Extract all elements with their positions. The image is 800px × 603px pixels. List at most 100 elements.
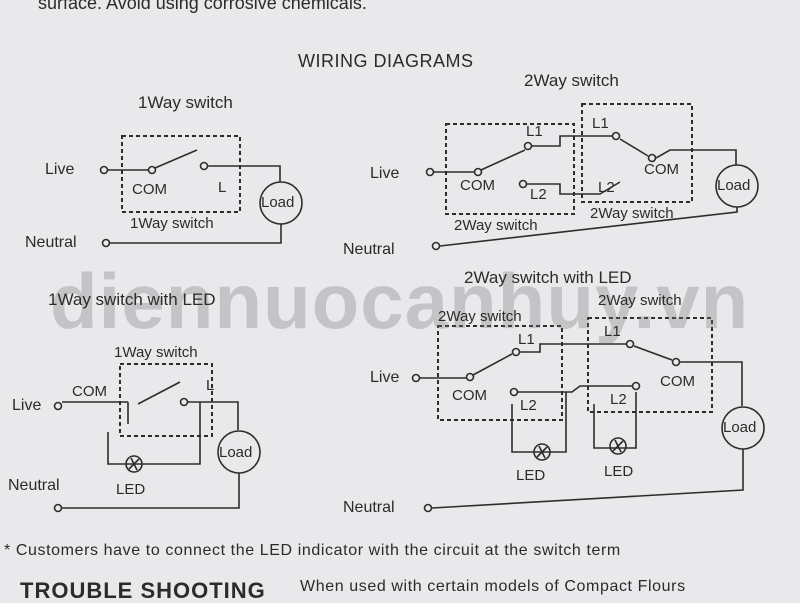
one-way-neutral-wire	[110, 224, 282, 244]
two-way-neutral-wire	[439, 207, 738, 247]
two-way-led-left-switch-label: 2Way switch	[438, 308, 522, 325]
two-way-left-l2-terminal	[518, 179, 528, 189]
two-way-led-right-l1-terminal	[625, 339, 635, 349]
one-way-l-terminal	[199, 161, 209, 171]
two-way-led-left-l1-terminal	[511, 347, 521, 357]
two-way-com-to-load-wire	[655, 149, 737, 165]
two-way-left-l1-terminal	[523, 141, 533, 151]
one-way-led-live-terminal	[53, 401, 63, 411]
one-way-l-label: L	[218, 179, 227, 196]
one-way-live-terminal	[99, 165, 109, 175]
two-way-right-com-label: COM	[644, 161, 679, 178]
one-way-led-lever	[137, 381, 181, 405]
two-way-led-right-led-label: LED	[604, 463, 634, 480]
two-way-left-switch-label: 2Way switch	[454, 217, 538, 234]
two-way-led-diagram	[411, 317, 765, 513]
two-way-right-l1-terminal	[611, 131, 621, 141]
two-way-led-left-indicator-cross-b	[538, 445, 546, 459]
top-text: surface. Avoid using corrosive chemicals…	[38, 0, 367, 13]
one-way-led-neutral-label: Neutral	[8, 477, 60, 494]
one-way-led-live-label: Live	[12, 397, 42, 414]
two-way-left-l2-label: L2	[530, 186, 547, 203]
two-way-l1-wire	[532, 135, 612, 147]
one-way-neutral-terminal	[101, 238, 111, 248]
two-way-led-left-led-label: LED	[516, 467, 546, 484]
two-way-right-l2-label: L2	[598, 179, 615, 196]
two-way-led-left-l1-label: L1	[518, 331, 535, 348]
two-way-left-l1-label: L1	[526, 123, 543, 140]
two-way-led-right-l2-label: L2	[610, 391, 627, 408]
one-way-switch-label: 1Way switch	[130, 215, 214, 232]
two-way-led-left-com-terminal	[465, 372, 475, 382]
two-way-left-com-label: COM	[460, 177, 495, 194]
wiring-diagrams-heading: WIRING DIAGRAMS	[298, 51, 474, 71]
one-way-title: 1Way switch	[138, 93, 233, 112]
two-way-led-right-lever	[633, 345, 673, 361]
one-way-neutral-label: Neutral	[25, 234, 77, 251]
two-way-led-left-led-loop	[511, 392, 567, 453]
two-way-right-l1-label: L1	[592, 115, 609, 132]
one-way-load-label: Load	[261, 194, 295, 211]
two-way-led-neutral-terminal	[423, 503, 433, 513]
one-way-com-label: COM	[132, 181, 167, 198]
two-way-led-neutral-label: Neutral	[343, 499, 395, 516]
two-way-led-neutral-wire	[431, 449, 744, 509]
two-way-right-switch-label: 2Way switch	[590, 205, 674, 222]
two-way-left-switch-box	[445, 123, 575, 215]
two-way-led-load-label: Load	[723, 419, 757, 436]
two-way-led-right-l2-terminal	[631, 381, 641, 391]
two-way-led-title: 2Way switch with LED	[464, 268, 632, 287]
led-connection-note: * Customers have to connect the LED indi…	[4, 542, 621, 559]
one-way-led-com-label: COM	[72, 383, 107, 400]
two-way-neutral-terminal	[431, 241, 441, 251]
two-way-led-live-terminal	[411, 373, 421, 383]
two-way-led-live-label: Live	[370, 369, 400, 386]
two-way-led-left-indicator-symbol	[533, 443, 551, 461]
two-way-left-com-terminal	[473, 167, 483, 177]
troubleshooting-text: When used with certain models of Compact…	[300, 578, 686, 595]
two-way-led-right-switch-label: 2Way switch	[598, 292, 682, 309]
two-way-led-left-switch-box	[437, 325, 563, 421]
two-way-led-right-indicator-cross-b	[614, 439, 622, 453]
one-way-led-l-label: L	[206, 377, 215, 394]
one-way-diagram	[99, 135, 303, 248]
one-way-led-neutral-terminal	[53, 503, 63, 513]
two-way-l2-wire	[527, 181, 621, 195]
two-way-title: 2Way switch	[524, 71, 619, 90]
two-way-right-com-terminal	[647, 153, 657, 163]
two-way-led-l1-wire	[520, 343, 626, 353]
two-way-led-left-l2-label: L2	[520, 397, 537, 414]
one-way-led-diagram	[53, 363, 261, 513]
watermark-text: diennuocanhuy.vn	[50, 257, 750, 345]
one-way-switch-box	[121, 135, 241, 213]
one-way-led-indicator-cross-b	[130, 457, 138, 471]
two-way-led-right-switch-box	[587, 317, 713, 413]
two-way-load-label: Load	[717, 177, 751, 194]
two-way-led-com-to-load-wire	[680, 361, 743, 406]
one-way-led-led-loop	[107, 402, 201, 465]
two-way-right-lever	[619, 138, 649, 157]
two-way-diagram	[425, 103, 759, 251]
two-way-led-right-l1-label: L1	[604, 323, 621, 340]
one-way-led-l-terminal	[179, 397, 189, 407]
two-way-led-left-l2-terminal	[509, 387, 519, 397]
one-way-led-switch-label: 1Way switch	[114, 344, 198, 361]
two-way-led-right-com-terminal	[671, 357, 681, 367]
one-way-led-indicator-symbol	[125, 455, 143, 473]
two-way-left-lever	[480, 149, 526, 171]
two-way-live-terminal	[425, 167, 435, 177]
one-way-led-neutral-wire	[62, 473, 240, 509]
two-way-live-label: Live	[370, 165, 400, 182]
one-way-live-label: Live	[45, 161, 75, 178]
one-way-led-title: 1Way switch with LED	[48, 290, 216, 309]
two-way-led-right-com-label: COM	[660, 373, 695, 390]
one-way-led-load-label: Load	[219, 444, 253, 461]
one-way-l-to-load-wire	[208, 165, 281, 182]
two-way-led-left-com-label: COM	[452, 387, 487, 404]
one-way-led-l-to-load-wire	[188, 401, 239, 430]
troubleshooting-heading: TROUBLE SHOOTING	[20, 578, 266, 603]
one-way-lever	[154, 149, 198, 169]
one-way-led-switch-box	[119, 363, 213, 437]
